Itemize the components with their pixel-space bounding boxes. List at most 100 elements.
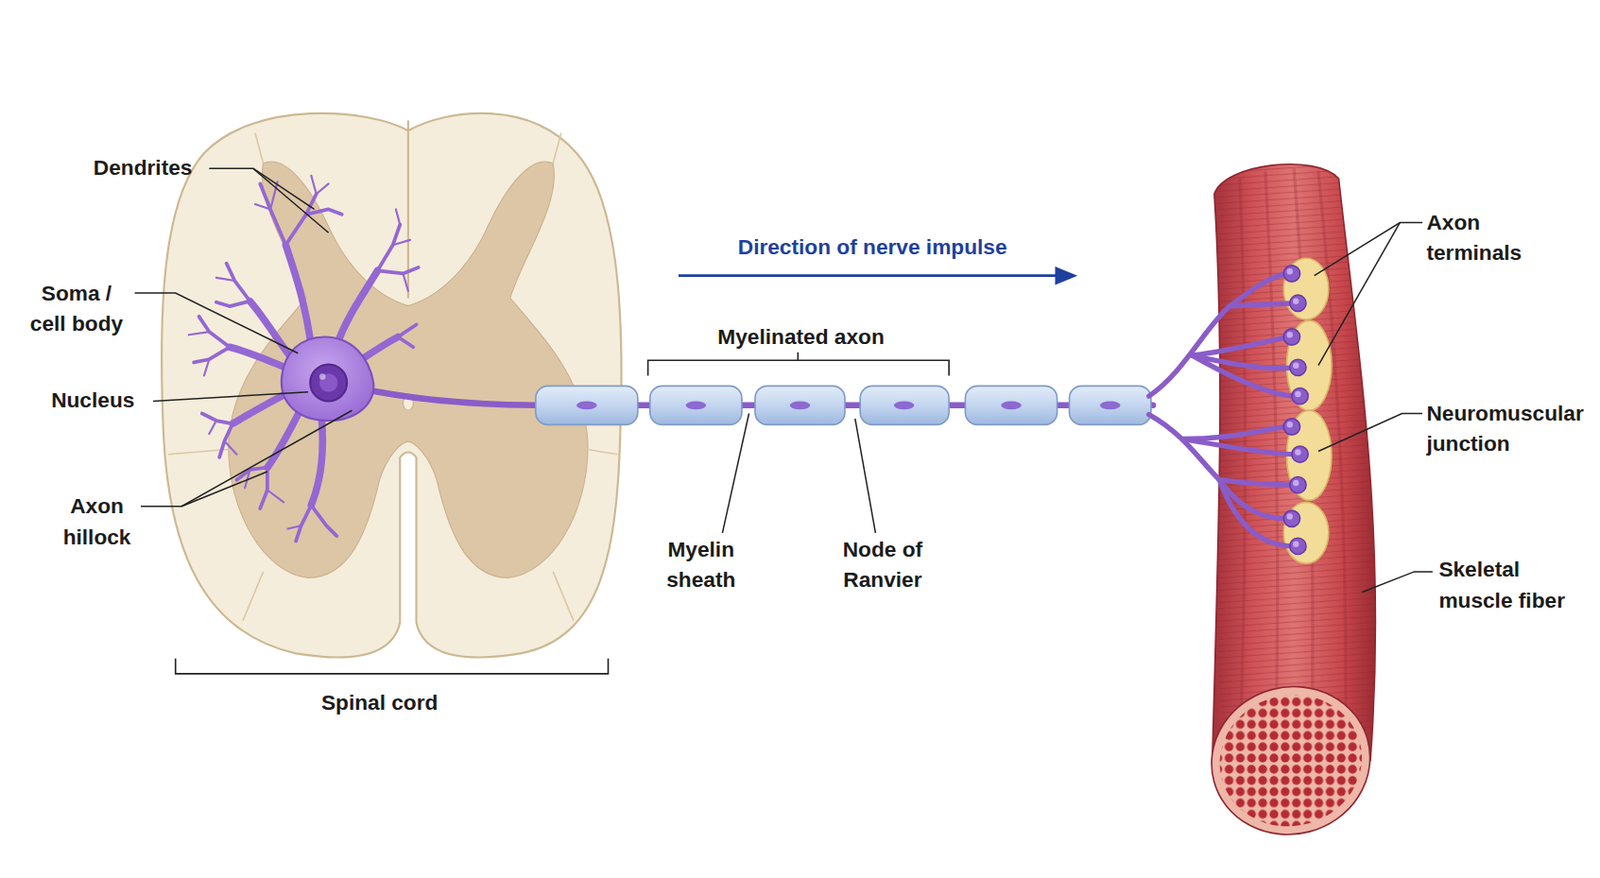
soma [281,336,374,421]
dendrites [202,412,233,424]
leader-lines [208,168,328,233]
axon-terminals [1149,273,1296,546]
dendrites [219,423,233,458]
white-matter-lines [242,571,264,621]
dendrites [250,301,292,358]
axon-terminals [1219,480,1294,485]
white-matter-lines [255,132,264,163]
dendrites [295,505,311,542]
dendrites [310,505,337,536]
impulse-arrow [678,274,1060,277]
bulb-highlights [1292,361,1299,368]
dendrites [229,244,398,505]
part-label: Skeletal muscle fiber [1438,554,1582,617]
schwann-nuclei [576,401,598,411]
leader-lines [855,418,877,534]
bulb-highlights [1287,268,1293,275]
bulb-highlights [1287,513,1293,519]
terminal-bulbs [1283,265,1300,282]
junction-pads [1283,501,1329,564]
dendrites [267,489,284,502]
terminal-bulbs [1290,359,1307,376]
part-label: Nucleus [36,384,150,415]
schwann-nuclei [686,401,707,411]
junction-pads [1283,258,1332,564]
axon-terminals [1183,427,1288,440]
terminal-bulbs [1283,510,1300,527]
muscle-fiber [1204,673,1388,858]
bulb-highlights [1292,541,1299,548]
leader-lines [1314,222,1423,276]
dendrites [316,183,329,194]
dendrites [306,208,343,214]
dendrites [208,420,217,434]
terminal-bulbs [1290,476,1307,493]
myelin-sheath [535,385,1152,425]
leader-lines [135,168,1433,592]
muscle-fiber [1183,147,1411,859]
bulb-highlights [1287,331,1293,338]
white-matter-lines [552,571,574,621]
axon-terminals [1229,303,1294,307]
leader-lines [153,392,309,402]
dendrites [397,325,416,338]
leader-lines [1361,571,1432,593]
soma [281,336,374,421]
bulb-highlights [1294,391,1301,397]
impulse-arrow [678,266,1078,285]
dendrites [267,408,302,468]
dendrites [285,193,316,245]
nucleus [309,364,347,402]
white-matter-lines [585,448,618,454]
myelin-sheath [1069,385,1152,425]
bulb-highlights [1292,480,1299,486]
leader-lines [722,412,749,533]
leader-lines [253,168,315,209]
white-matter-lines [552,132,562,163]
muscle-fiber [1204,673,1388,858]
leader-lines [1318,412,1423,451]
schwann-nuclei [790,401,811,411]
bulb-highlights [1287,421,1293,428]
soma [319,373,326,379]
leader-lines [181,471,268,507]
terminal-bulbs [1290,537,1307,554]
gray-matter [228,161,588,578]
myelin-sheath [535,385,638,425]
part-label: Myelin sheath [654,533,747,596]
dendrites [377,224,400,272]
direction-label: Direction of nerve impulse [668,231,1077,262]
schwann-nuclei [894,401,915,411]
dendrites [287,525,301,529]
dendrites [377,267,418,274]
soma [319,373,338,392]
leader-lines [1318,222,1400,365]
myelin-sheath [860,385,949,425]
dendrites [204,359,209,376]
part-label: Neuromuscular junction [1426,397,1600,460]
terminal-bulbs [1283,418,1300,435]
junction-pads [1283,258,1329,320]
axon-bracket [648,352,950,377]
part-label: Axon terminals [1426,206,1533,269]
bracket-label: Spinal cord [277,687,482,718]
dendrites [395,208,400,224]
part-label: Axon hillock [55,491,138,553]
dendrites [226,263,251,302]
spinal-cord-bracket [175,658,609,674]
dendrites [189,175,411,530]
bulb-highlights [1294,448,1301,455]
dendrites [216,277,235,281]
gray-matter [387,306,429,442]
terminal-bulbs [1283,265,1308,555]
dendrites [229,346,286,368]
muscle-fiber [1265,171,1278,760]
part-label: Node of Ranvier [836,533,929,596]
dendrites [310,175,316,194]
myelin-sheath [650,385,742,425]
terminal-bulbs [1291,446,1308,463]
terminal-bulbs [1283,328,1300,345]
dendrites [397,336,413,347]
dendrites [285,244,311,347]
